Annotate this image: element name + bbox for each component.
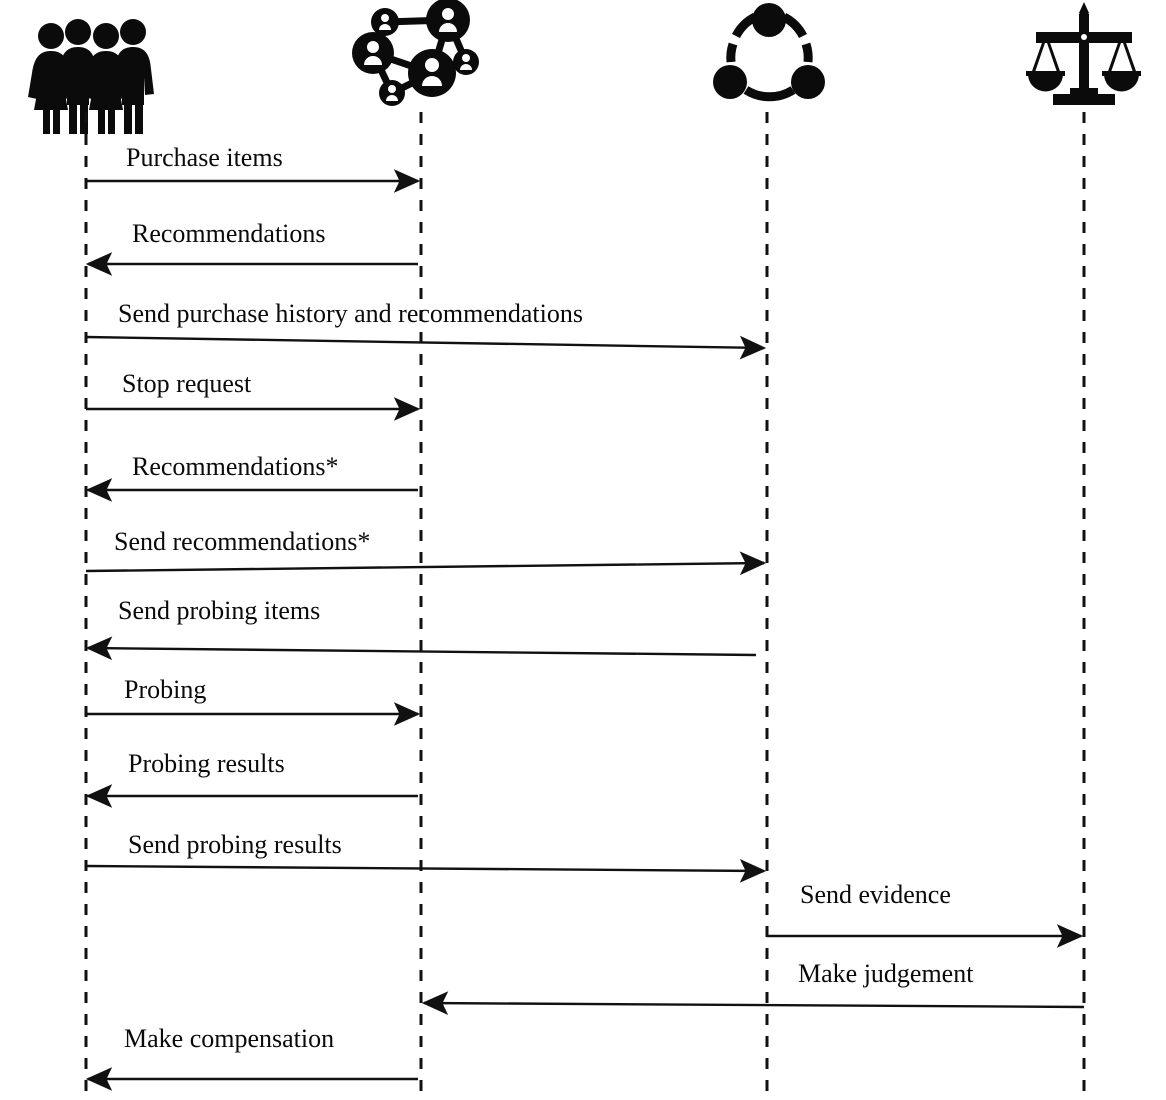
message-label: Purchase items <box>126 143 283 172</box>
message-9: Probing results <box>85 749 418 808</box>
message-7: Send probing items <box>85 596 757 661</box>
message-label: Stop request <box>122 369 252 398</box>
shared-nodes-circle-icon <box>713 3 825 102</box>
message-12: Make judgement <box>421 959 1085 1016</box>
message-11: Send evidence <box>767 880 1084 948</box>
message-arrow <box>85 636 757 661</box>
message-arrow <box>85 335 767 360</box>
message-label: Probing results <box>128 749 285 778</box>
social-network-icon <box>352 0 479 106</box>
message-arrow <box>85 551 767 576</box>
message-label: Recommendations <box>132 219 326 248</box>
message-arrow <box>85 858 767 883</box>
message-label: Probing <box>124 675 206 704</box>
message-10: Send probing results <box>85 830 767 883</box>
scales-of-justice-icon <box>1026 2 1141 105</box>
message-2: Recommendations <box>85 219 418 276</box>
message-1: Purchase items <box>86 143 421 193</box>
message-label: Recommendations* <box>132 452 339 481</box>
message-label: Send recommendations* <box>114 527 370 556</box>
message-6: Send recommendations* <box>85 527 767 576</box>
group-of-people-icon <box>28 19 154 134</box>
message-5: Recommendations* <box>85 452 418 502</box>
message-3: Send purchase history and recommendation… <box>85 299 767 360</box>
message-8: Probing <box>86 675 421 726</box>
message-arrow <box>421 991 1085 1016</box>
message-label: Send purchase history and recommendation… <box>118 299 583 328</box>
message-13: Make compensation <box>85 1024 418 1091</box>
message-label: Make judgement <box>798 959 974 988</box>
lifelines-group <box>84 112 1086 1098</box>
message-4: Stop request <box>86 369 421 421</box>
message-label: Send probing results <box>128 830 342 859</box>
message-label: Send evidence <box>800 880 951 909</box>
message-label: Make compensation <box>124 1024 334 1053</box>
message-label: Send probing items <box>118 596 320 625</box>
